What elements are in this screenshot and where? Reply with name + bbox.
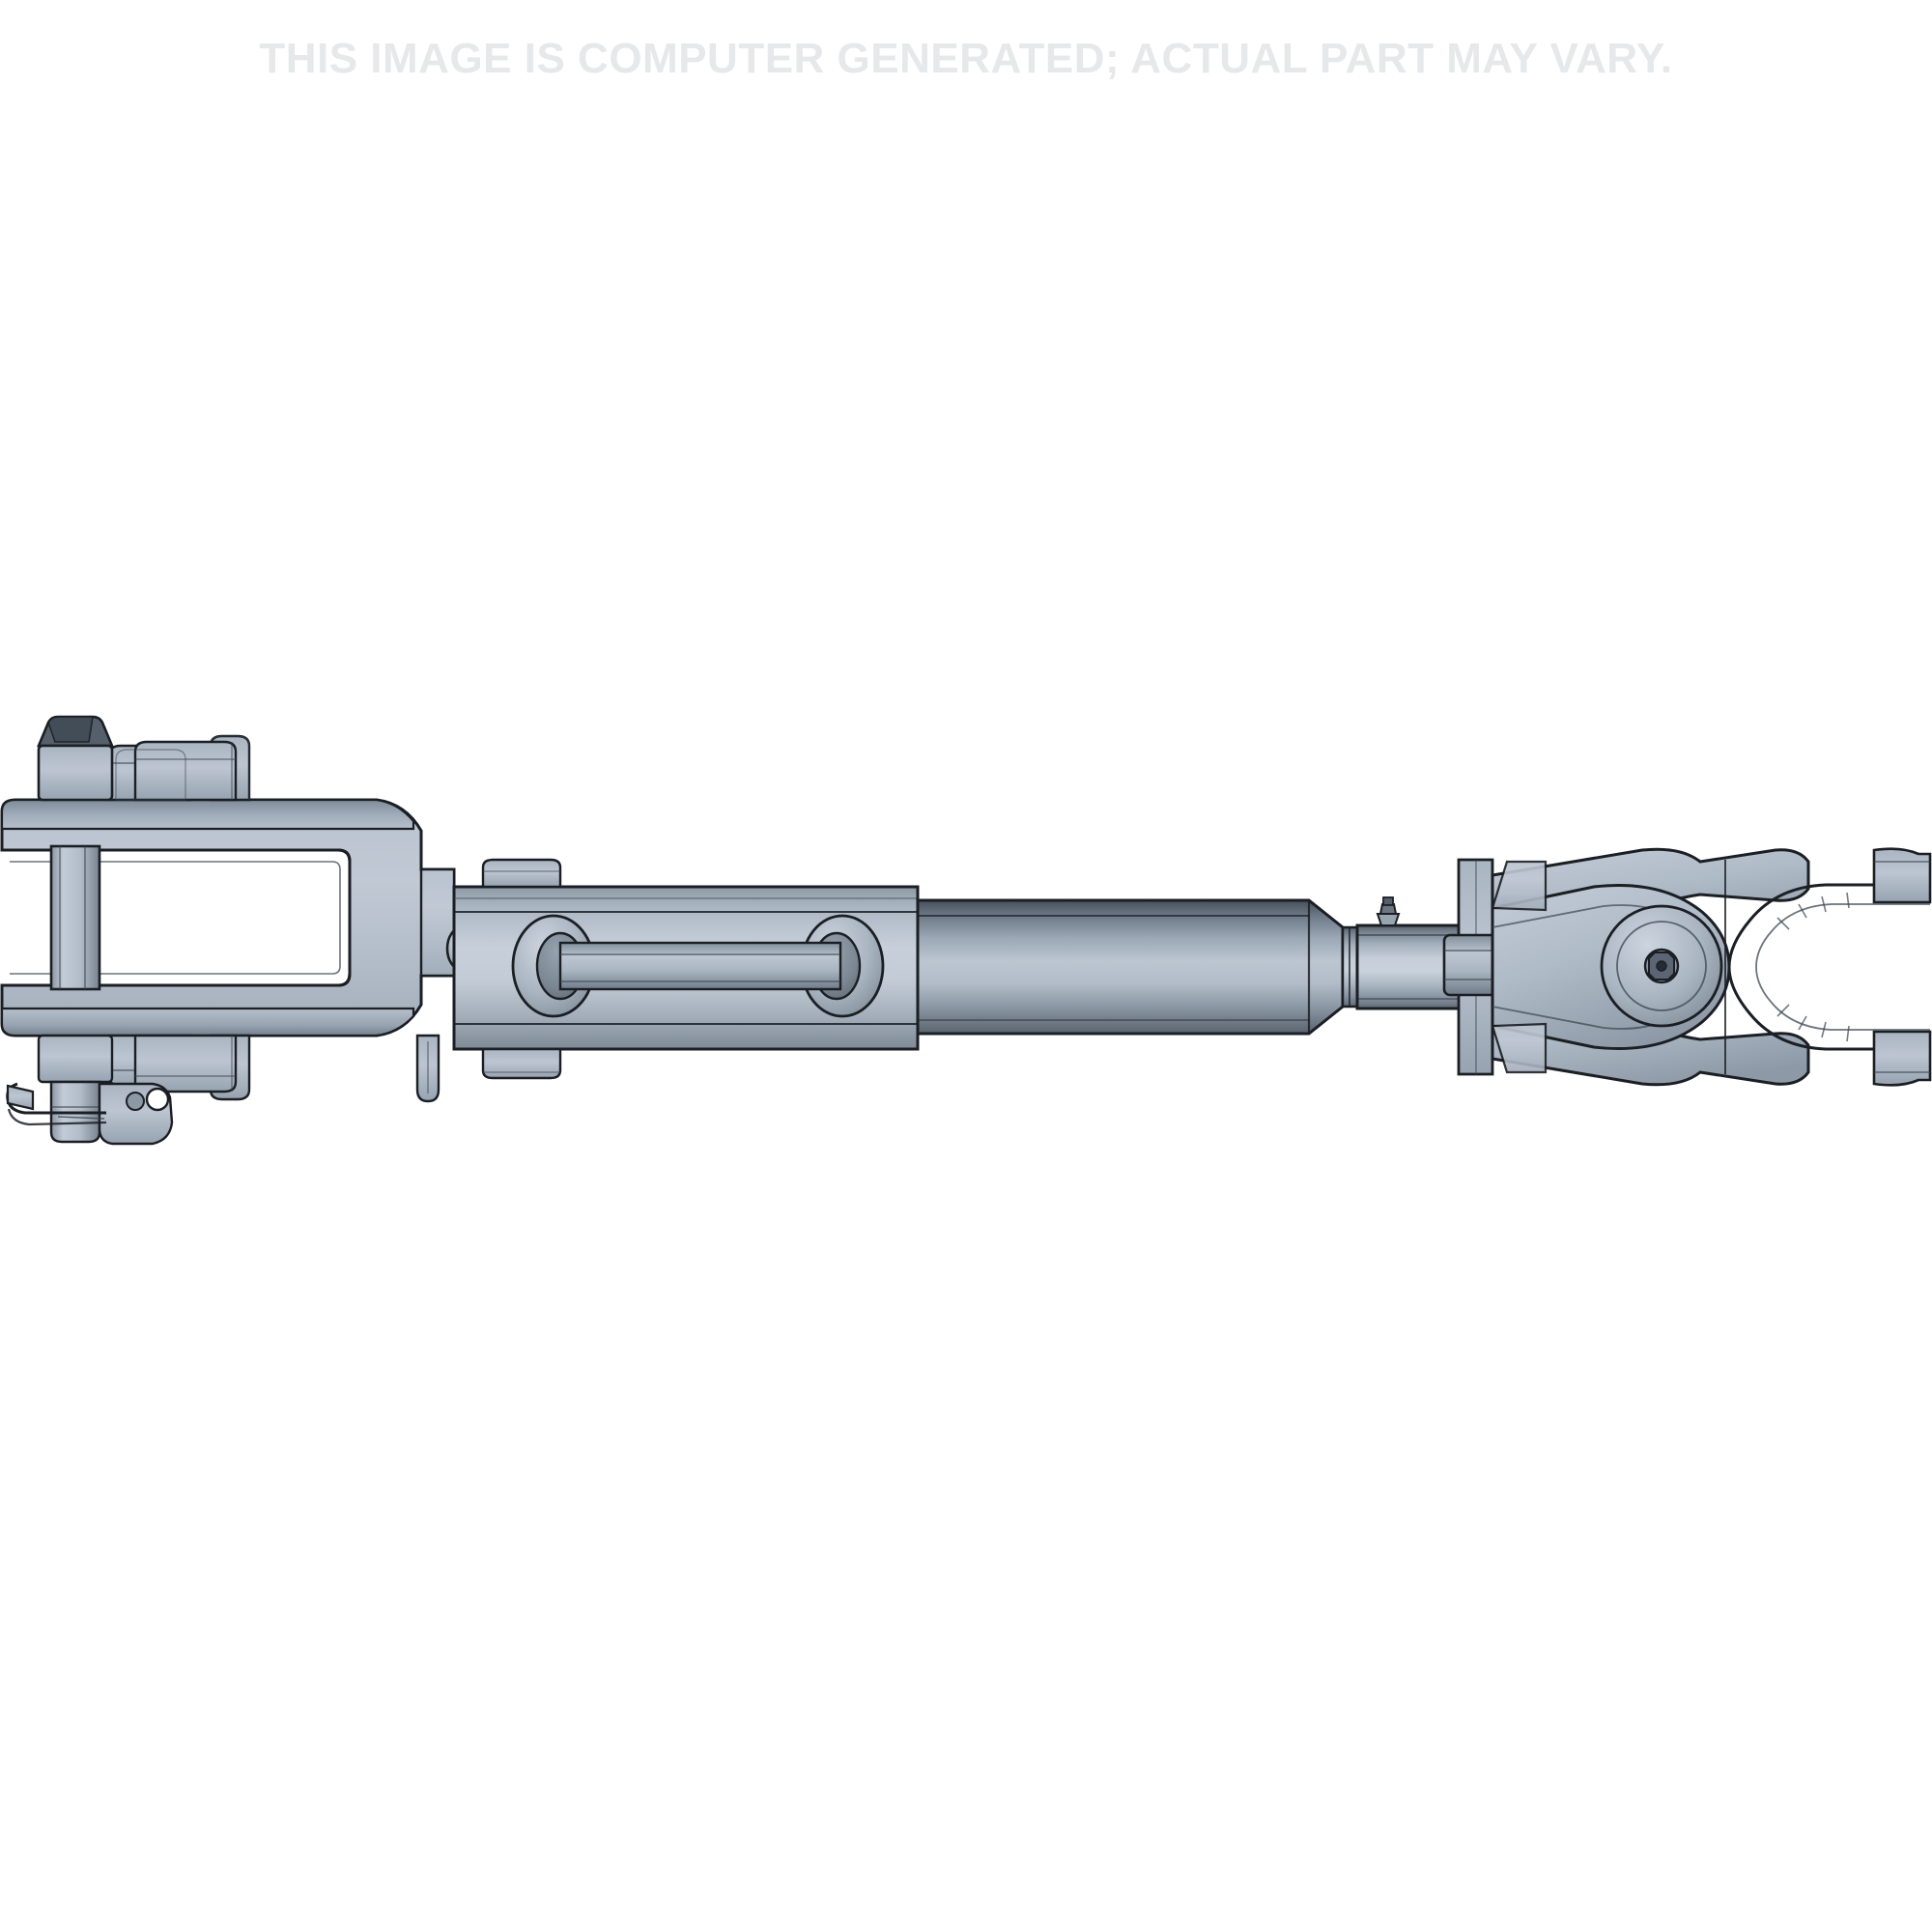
grease-fitting <box>1376 896 1401 926</box>
clevis-slot <box>2 848 352 987</box>
jaw-ribs-bottom <box>1776 1004 1850 1042</box>
yoke-bearing-cap-ring <box>1616 921 1707 1011</box>
clevis-pin-head-bevel <box>47 716 94 743</box>
yoke-gusset-lower <box>1491 1022 1548 1074</box>
jaw-lug-top <box>1872 847 1932 904</box>
clevis-top-face <box>0 798 415 831</box>
yoke-gusset-upper <box>1491 860 1548 912</box>
clevis-bottom-face <box>0 1007 415 1037</box>
jaw-pocket-inner <box>1755 903 1930 1031</box>
clevis-pin-lower-collar <box>37 1034 114 1084</box>
housing-top-lug <box>481 858 562 889</box>
tube-main <box>916 898 1345 1036</box>
housing-internal-rod <box>558 941 842 991</box>
tapered-cylinder-tube <box>916 896 1494 1036</box>
safety-clip-tip <box>6 1084 35 1111</box>
clevis-pin-shank <box>49 844 101 991</box>
left-clevis-fork <box>0 715 478 1146</box>
housing-bottom-lug <box>481 1047 562 1080</box>
clevis-arm-step <box>115 749 186 801</box>
right-fork-jaw <box>1727 847 1932 1087</box>
square-body-housing <box>452 858 936 1080</box>
clevis-pin-collar <box>37 744 114 802</box>
safety-clip-hole-b <box>145 1087 170 1112</box>
clevis-slot-inner <box>10 861 341 975</box>
u-joint-yoke <box>1442 847 1810 1087</box>
jaw-lug-bottom <box>1872 1030 1932 1087</box>
jaw-ribs-top <box>1776 892 1850 930</box>
safety-clip-hole-a <box>126 1092 145 1111</box>
yoke-cap-zerk <box>1643 948 1680 984</box>
safety-clip-wire-2 <box>7 1108 107 1126</box>
jaw-pocket <box>1727 883 1930 1051</box>
watermark-text: THIS IMAGE IS COMPUTER GENERATED; ACTUAL… <box>259 35 1673 82</box>
